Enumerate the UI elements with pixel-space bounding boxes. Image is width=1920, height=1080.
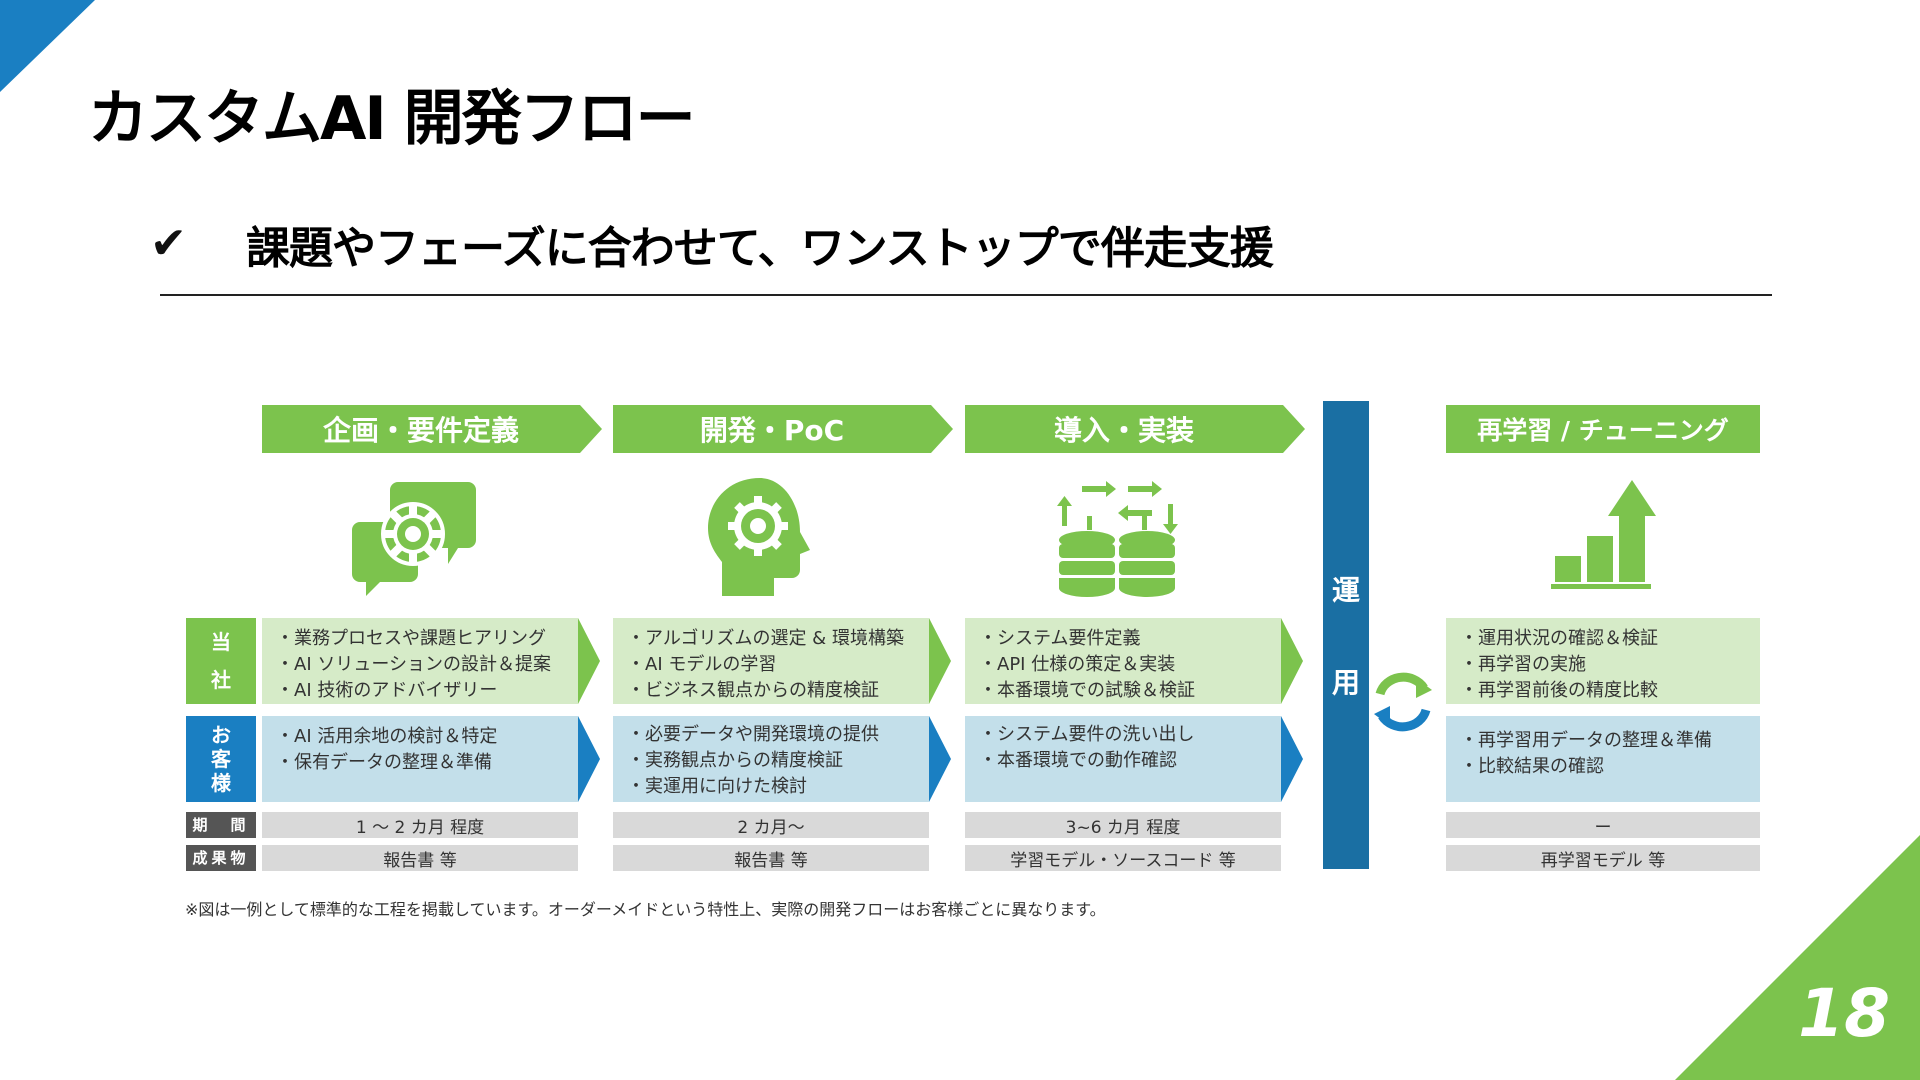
operation-char: 運 <box>1331 574 1360 607</box>
period-implementation: 3~6 カ月 程度 <box>965 812 1281 838</box>
customer-tasks-implementation: システム要件の洗い出し本番環境での動作確認 <box>965 716 1281 802</box>
us-tasks-implementation: システム要件定義API 仕様の策定＆実装本番環境での試験＆検証 <box>965 618 1281 704</box>
period-planning: 1 ～ 2 カ月 程度 <box>262 812 578 838</box>
head-gear-icon <box>690 472 840 602</box>
flow-arrow <box>929 716 951 802</box>
us-tasks-planning: 業務プロセスや課題ヒアリングAI ソリューションの設計＆提案AI 技術のアドバイ… <box>262 618 578 704</box>
phase-header-development: 開発・PoC <box>613 405 953 453</box>
phase-header-planning: 企画・要件定義 <box>262 405 602 453</box>
customer-tasks-development: 必要データや開発環境の提供実務観点からの精度検証実運用に向けた検討 <box>613 716 929 802</box>
footnote: ※図は一例として標準的な工程を掲載しています。オーダーメイドという特性上、実際の… <box>185 900 1106 919</box>
us-tasks-development: アルゴリズムの選定 & 環境構築AI モデルの学習ビジネス観点からの精度検証 <box>613 618 929 704</box>
divider <box>160 294 1772 296</box>
cycle-icon <box>1370 664 1436 740</box>
database-sync-icon <box>1042 472 1192 602</box>
check-icon: ✔ <box>150 218 187 269</box>
flow-arrow <box>578 618 600 704</box>
corner-decoration-top-left <box>0 0 95 92</box>
row-label-customer: お客様 <box>186 716 256 802</box>
operation-char: 用 <box>1331 666 1360 699</box>
customer-tasks-planning: AI 活用余地の検討＆特定保有データの整理＆準備 <box>262 716 578 802</box>
operation-bar: 運 用 <box>1323 401 1369 869</box>
customer-tasks-retraining: 再学習用データの整理＆準備比較結果の確認 <box>1446 716 1760 802</box>
period-development: 2 カ月～ <box>613 812 929 838</box>
flow-arrow <box>1281 618 1303 704</box>
flow-arrow <box>1281 716 1303 802</box>
phase-header-retraining: 再学習 / チューニング <box>1446 405 1760 453</box>
row-label-period: 期 間 <box>186 812 256 838</box>
deliverable-planning: 報告書 等 <box>262 845 578 871</box>
flow-arrow <box>578 716 600 802</box>
deliverable-implementation: 学習モデル・ソースコード 等 <box>965 845 1281 871</box>
row-label-deliverable: 成果物 <box>186 845 256 871</box>
slide-subtitle: 課題やフェーズに合わせて、ワンストップで伴走支援 <box>246 223 1274 274</box>
deliverable-retraining: 再学習モデル 等 <box>1446 845 1760 871</box>
phase-header-implementation: 導入・実装 <box>965 405 1305 453</box>
period-retraining: ー <box>1446 812 1760 838</box>
slide-title: カスタムAI 開発フロー <box>88 84 696 154</box>
us-tasks-retraining: 運用状況の確認＆検証再学習の実施再学習前後の精度比較 <box>1446 618 1760 704</box>
page-number: 18 <box>1798 975 1890 1052</box>
growth-chart-icon <box>1527 472 1677 602</box>
gear-chat-icon <box>338 472 488 602</box>
flow-arrow <box>929 618 951 704</box>
row-label-us: 当社 <box>186 618 256 704</box>
deliverable-development: 報告書 等 <box>613 845 929 871</box>
